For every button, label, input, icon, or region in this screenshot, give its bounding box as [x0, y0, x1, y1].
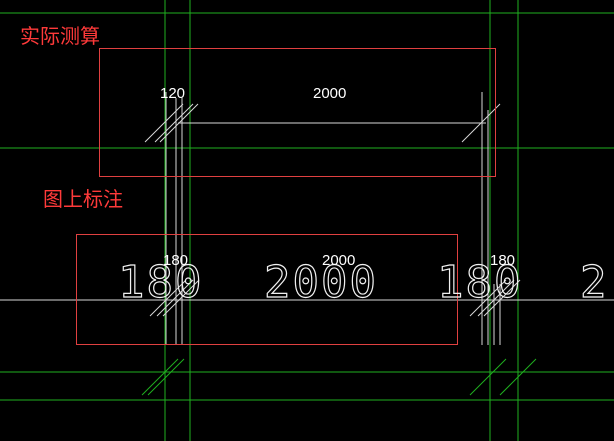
tick-1 [144, 103, 184, 143]
measured-dim-2000: 2000 [313, 85, 347, 102]
large-dim-text-3: 180 [436, 257, 523, 308]
tick-2 [154, 103, 194, 143]
annotated-dim-180-left: 180 [163, 252, 189, 269]
tick-5 [149, 279, 187, 317]
tick-4 [461, 103, 501, 143]
annotated-dim-2000: 2000 [322, 252, 356, 269]
measured-dim-120: 120 [160, 85, 186, 102]
measured-label: 实际测算 [20, 24, 100, 48]
grid-tick-2 [147, 358, 185, 396]
annotated-highlight-box [76, 234, 458, 345]
annotated-dim-180-right: 180 [490, 252, 516, 269]
annotated-label: 图上标注 [43, 187, 123, 211]
tick-3 [159, 103, 199, 143]
large-dim-text-2: 2000 [263, 257, 378, 308]
tick-6 [156, 279, 194, 317]
grid-tick-3 [469, 358, 507, 396]
grid-tick-4 [499, 358, 537, 396]
large-dim-text-1: 180 [117, 257, 204, 308]
tick-9 [477, 279, 515, 317]
tick-8 [469, 279, 507, 317]
highlight-boxes [76, 48, 496, 345]
dimension-lines [0, 92, 614, 345]
measured-highlight-box [99, 48, 496, 177]
tick-7 [162, 279, 200, 317]
grid-tick-1 [141, 358, 179, 396]
large-dim-text-4: 2 [579, 257, 609, 308]
tick-10 [483, 279, 521, 317]
